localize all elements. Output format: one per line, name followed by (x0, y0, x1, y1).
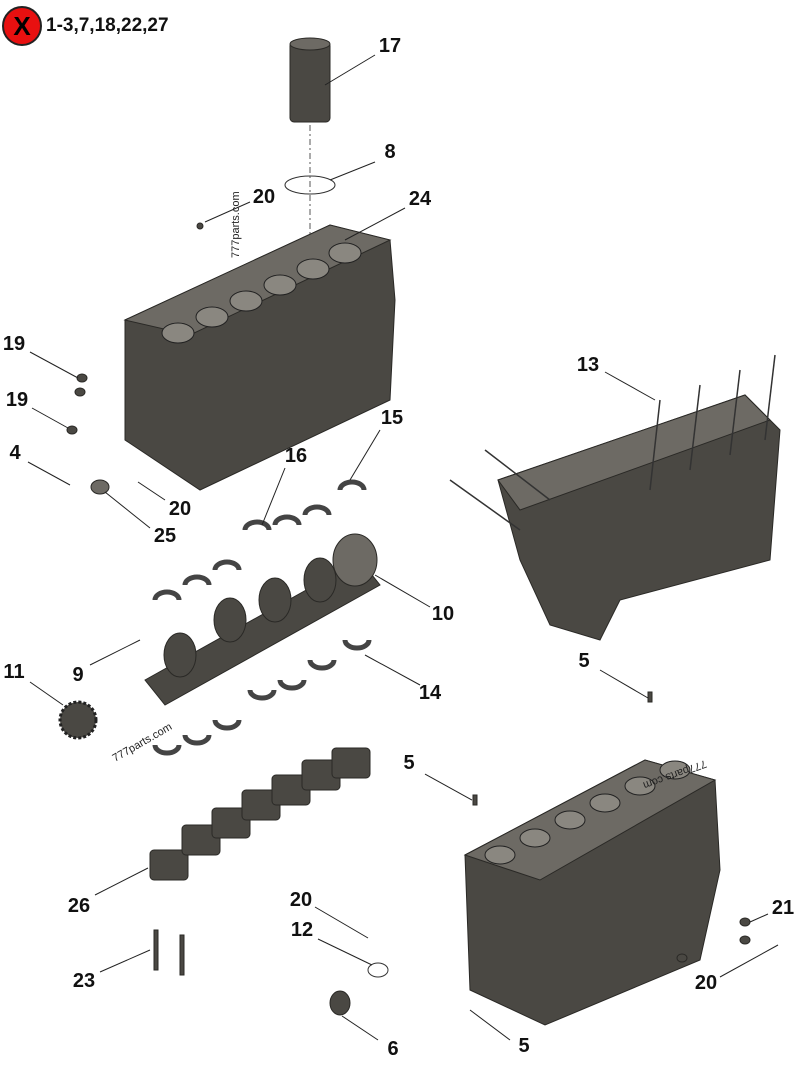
callout-leader-line (89, 639, 141, 666)
callout-label-14[interactable]: 14 (419, 682, 442, 704)
dowel-part[interactable] (472, 794, 478, 806)
callout-label-23[interactable]: 23 (73, 970, 95, 992)
callout-label-5[interactable]: 5 (518, 1035, 529, 1057)
main-bearing-lower-shells-part[interactable] (152, 639, 372, 756)
plug-part[interactable] (76, 373, 88, 383)
not-included-legend: X 1-3,7,18,22,27 (2, 6, 169, 46)
callout-leader-line (341, 1015, 379, 1041)
crankshaft-part[interactable] (144, 533, 381, 706)
dowel-part[interactable] (647, 691, 653, 703)
main-bearing-caps-part[interactable] (149, 747, 371, 881)
callout-leader-line (329, 161, 376, 181)
callout-leader-line (344, 207, 406, 241)
plug-part[interactable] (66, 425, 78, 435)
callout-label-15[interactable]: 15 (381, 407, 403, 429)
callout-label-19[interactable]: 19 (3, 333, 25, 355)
callout-leader-line (31, 407, 69, 429)
callout-leader-line (604, 371, 656, 401)
callout-leader-line (469, 1009, 511, 1041)
callout-label-12[interactable]: 12 (291, 919, 313, 941)
callout-leader-line (719, 944, 779, 978)
callout-label-13[interactable]: 13 (577, 354, 599, 376)
not-included-x-icon: X (2, 6, 42, 46)
callout-leader-line (599, 669, 649, 699)
callout-leader-line (314, 906, 369, 939)
callout-leader-line (204, 201, 251, 223)
callout-label-20[interactable]: 20 (695, 972, 717, 994)
cylinder-liner-part[interactable] (289, 37, 331, 123)
not-included-parts-list: 1-3,7,18,22,27 (46, 15, 169, 36)
dowel-part[interactable] (196, 222, 204, 230)
callout-leader-line (29, 681, 64, 706)
cap-bolts-part[interactable] (153, 929, 185, 976)
cylinder-block-top-part[interactable] (123, 224, 396, 491)
cylinder-block-side-part[interactable] (463, 759, 721, 1026)
callout-label-19[interactable]: 19 (6, 389, 28, 411)
callout-leader-line (749, 913, 769, 923)
callout-label-5[interactable]: 5 (403, 752, 414, 774)
callout-label-17[interactable]: 17 (379, 35, 401, 57)
plug-part[interactable] (74, 387, 86, 397)
callout-leader-line (137, 481, 166, 501)
callout-leader-line (94, 867, 149, 896)
callout-leader-line (27, 461, 71, 486)
callout-label-16[interactable]: 16 (285, 445, 307, 467)
callout-label-6[interactable]: 6 (387, 1038, 398, 1060)
oring-part[interactable] (367, 962, 389, 978)
callout-leader-line (424, 773, 473, 801)
watermark: 777parts.com (230, 191, 242, 258)
callout-leader-line (364, 654, 421, 686)
callout-leader-line (104, 491, 151, 529)
callout-label-11[interactable]: 11 (3, 661, 24, 683)
callout-leader-line (349, 429, 381, 481)
callout-label-20[interactable]: 20 (169, 498, 191, 520)
plug-part[interactable] (739, 935, 751, 945)
callout-label-21[interactable]: 21 (772, 897, 794, 919)
callout-leader-line (324, 54, 376, 86)
callout-label-20[interactable]: 20 (290, 889, 312, 911)
callout-label-26[interactable]: 26 (68, 895, 90, 917)
cylinder-block-underside-part[interactable] (497, 394, 781, 641)
plug-part[interactable] (739, 917, 751, 927)
plug-part[interactable] (676, 953, 688, 963)
bushing-part[interactable] (90, 479, 110, 495)
crank-gear-part[interactable] (58, 700, 98, 740)
callout-label-5[interactable]: 5 (578, 650, 589, 672)
callout-label-4[interactable]: 4 (9, 442, 21, 464)
head-bolts-part[interactable] (449, 354, 776, 531)
watermark: 777parts.com (111, 721, 175, 765)
callout-label-8[interactable]: 8 (384, 141, 395, 163)
callout-leader-line (99, 949, 151, 973)
callout-label-10[interactable]: 10 (432, 603, 454, 625)
callout-label-25[interactable]: 25 (154, 525, 176, 547)
callout-label-20[interactable]: 20 (253, 186, 275, 208)
main-bearing-upper-shells-part[interactable] (152, 479, 367, 601)
callout-leader-line (374, 574, 431, 608)
callout-label-9[interactable]: 9 (72, 664, 83, 686)
cup-plug-part[interactable] (329, 990, 351, 1016)
callout-leader-line (29, 351, 79, 379)
callout-leader-line (317, 938, 373, 966)
callout-leader-line (261, 467, 286, 526)
callout-label-24[interactable]: 24 (409, 188, 432, 210)
